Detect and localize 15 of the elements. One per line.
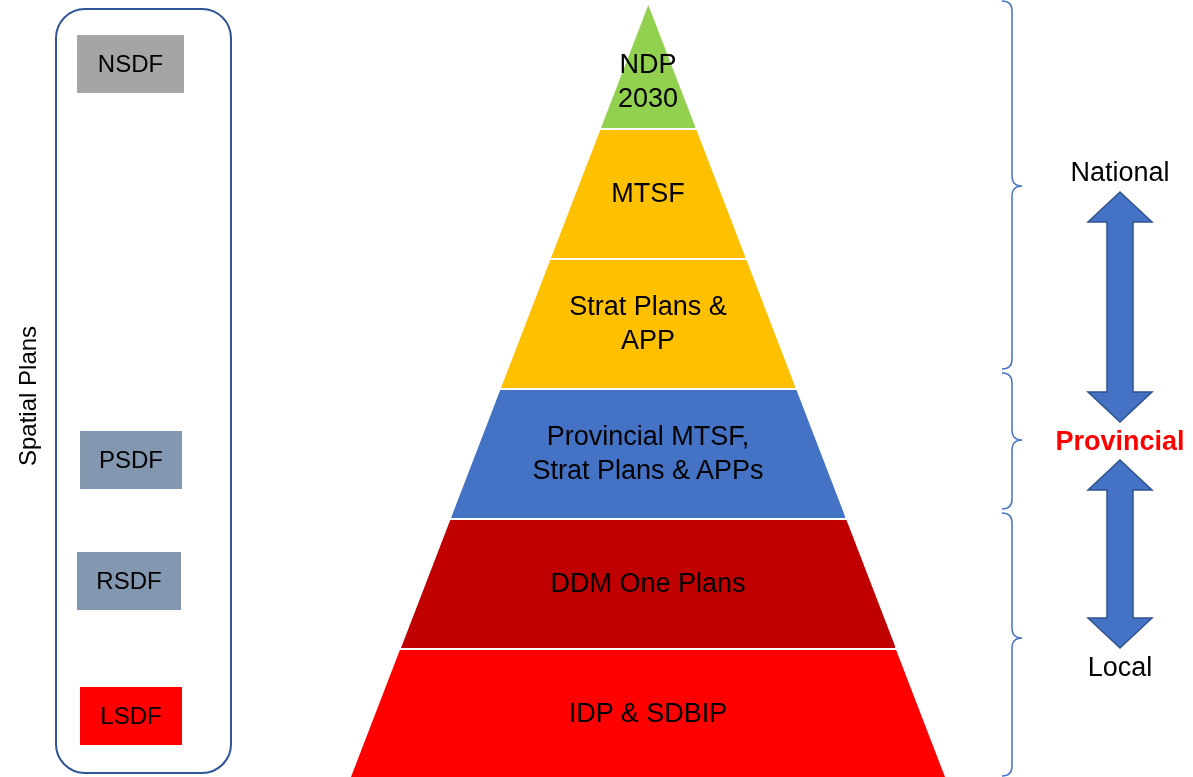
pyramid-tier: DDM One Plans (400, 520, 896, 648)
level-label: Local (1060, 648, 1180, 686)
level-label: National (1050, 152, 1190, 192)
pyramid-tier: IDP & SDBIP (351, 650, 945, 777)
double-arrow (1086, 190, 1154, 424)
double-arrow (1086, 458, 1154, 650)
pyramid-tier: Provincial MTSF, Strat Plans & APPs (450, 390, 846, 518)
plan-tag: PSDF (80, 431, 182, 489)
plan-tag: RSDF (77, 552, 181, 610)
vertical-heading: Spatial Plans (14, 324, 42, 469)
pyramid-tier: Strat Plans & APP (500, 260, 796, 388)
level-label: Provincial (1040, 422, 1193, 460)
plan-tag: LSDF (80, 687, 182, 745)
pyramid-tier: MTSF (550, 130, 746, 258)
plan-tag: NSDF (77, 35, 184, 93)
